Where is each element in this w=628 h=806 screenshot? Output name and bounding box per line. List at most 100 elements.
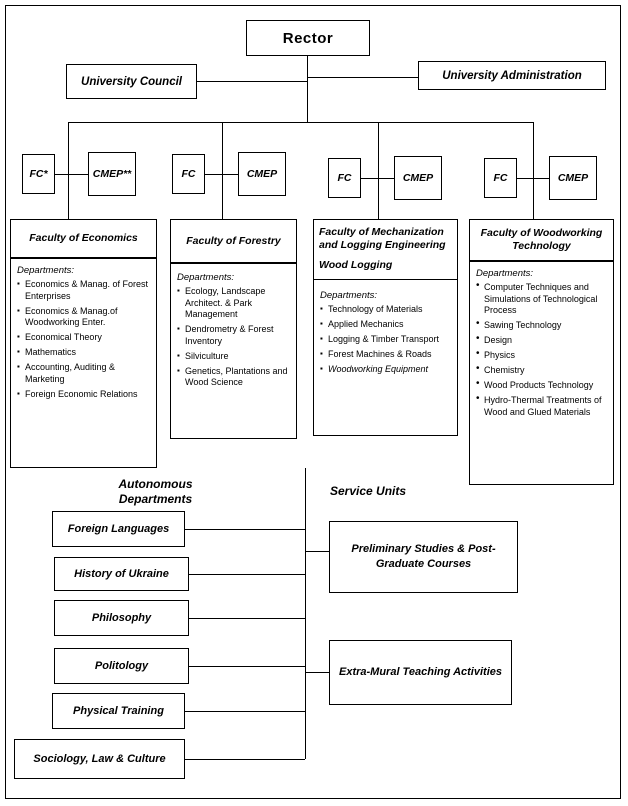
autonomous-box-philosophy[interactable]: Philosophy: [54, 600, 189, 636]
faculty-drop-line-3: [378, 122, 379, 220]
fc-label-3: FC: [337, 172, 352, 184]
fc-cmep-link-3: [361, 178, 394, 179]
rector-label: Rector: [282, 29, 334, 47]
autonomous-link-1: [185, 529, 305, 530]
department-item: Design: [476, 333, 607, 347]
autonomous-label: Sociology, Law & Culture: [33, 752, 166, 765]
departments-label-woodworking: Departments:: [476, 268, 534, 279]
autonomous-box-foreign-languages[interactable]: Foreign Languages: [52, 511, 185, 547]
faculty-title-line-1: Faculty of Mechanization: [319, 226, 444, 238]
department-item: Computer Techniques and Simulations of T…: [476, 280, 607, 317]
department-item: Mathematics: [17, 346, 150, 359]
cmep-box-4[interactable]: CMEP: [549, 156, 597, 200]
autonomous-link-2: [189, 574, 305, 575]
fc-label-1: FC*: [29, 168, 48, 180]
fc-box-3[interactable]: FC: [328, 158, 361, 198]
autonomous-departments-title: Autonomous Departments: [68, 477, 243, 507]
fc-cmep-link-4: [517, 178, 549, 179]
department-item: Economical Theory: [17, 331, 150, 344]
council-to-rector-line: [197, 81, 307, 82]
university-administration-label: University Administration: [442, 69, 582, 82]
autonomous-title-line-2: Departments: [118, 492, 193, 506]
service-box-extra-mural-teaching[interactable]: Extra-Mural Teaching Activities: [329, 640, 512, 705]
departments-list-forestry: Ecology, Landscape Architect. & Park Man…: [175, 285, 292, 389]
departments-label-mechanization: Departments:: [320, 290, 378, 301]
department-item: Chemistry: [476, 363, 607, 377]
rector-box[interactable]: Rector: [246, 20, 370, 56]
autonomous-box-politology[interactable]: Politology: [54, 648, 189, 684]
autonomous-box-sociology-law-culture[interactable]: Sociology, Law & Culture: [14, 739, 185, 779]
faculty-box-economics[interactable]: Faculty of Economics Departments: Econom…: [10, 219, 157, 468]
service-units-title: Service Units: [330, 484, 407, 498]
departments-list-woodworking: Computer Techniques and Simulations of T…: [474, 280, 609, 418]
fc-box-1[interactable]: FC*: [22, 154, 55, 194]
university-council-label: University Council: [81, 75, 182, 88]
departments-label-economics: Departments:: [17, 265, 75, 276]
autonomous-label: Physical Training: [73, 704, 164, 717]
departments-label-forestry: Departments:: [177, 272, 235, 283]
faculty-drop-line-2: [222, 122, 223, 220]
cmep-label-4: CMEP: [557, 172, 589, 184]
faculty-box-woodworking[interactable]: Faculty of Woodworking Technology Depart…: [469, 219, 614, 485]
department-item: Economics & Manag. of Forest Enterprises: [17, 278, 150, 302]
department-item: Physics: [476, 348, 607, 362]
autonomous-label: Philosophy: [91, 611, 152, 624]
autonomous-title-line-1: Autonomous: [118, 477, 193, 491]
departments-list-mechanization: Technology of Materials Applied Mechanic…: [318, 303, 453, 376]
fc-label-4: FC: [493, 172, 508, 184]
faculty-title-economics: Faculty of Economics: [11, 220, 156, 259]
department-item: Silviculture: [177, 350, 290, 363]
department-item: Economics & Manag.of Woodworking Enter.: [17, 305, 150, 329]
page-border: [5, 5, 621, 799]
department-item: Technology of Materials: [320, 303, 451, 316]
autonomous-link-5: [185, 711, 305, 712]
department-item: Forest Machines & Roads: [320, 348, 451, 361]
department-item: Accounting, Auditing & Marketing: [17, 361, 150, 385]
faculty-bus-line: [68, 122, 533, 123]
autonomous-label: Politology: [94, 659, 149, 672]
autonomous-link-6: [185, 759, 305, 760]
department-item: Genetics, Plantations and Wood Science: [177, 365, 290, 389]
service-box-preliminary-studies[interactable]: Preliminary Studies & Post-Graduate Cour…: [329, 521, 518, 593]
service-label: Preliminary Studies & Post-Graduate Cour…: [351, 543, 496, 570]
faculty-title-line-3: Wood Logging: [319, 259, 393, 271]
autonomous-link-4: [189, 666, 305, 667]
autonomous-box-history-of-ukraine[interactable]: History of Ukraine: [54, 557, 189, 591]
cmep-label-2: CMEP: [246, 168, 278, 180]
autonomous-link-3: [189, 618, 305, 619]
autonomous-label: Foreign Languages: [67, 522, 170, 535]
departments-list-economics: Economics & Manag. of Forest Enterprises…: [15, 278, 152, 401]
rector-stem-line: [307, 56, 308, 123]
fc-box-4[interactable]: FC: [484, 158, 517, 198]
cmep-box-1[interactable]: CMEP**: [88, 152, 136, 196]
faculty-title-woodworking: Faculty of Woodworking Technology: [470, 220, 613, 262]
service-link-1: [305, 551, 329, 552]
service-label: Extra-Mural Teaching Activities: [338, 666, 502, 678]
autonomous-label: History of Ukraine: [74, 567, 169, 580]
rector-to-administration-line: [307, 77, 418, 78]
cmep-box-2[interactable]: CMEP: [238, 152, 286, 196]
faculty-title-line-2: and Logging Engineering: [319, 239, 446, 251]
faculty-drop-line-1: [68, 122, 69, 220]
department-item: Applied Mechanics: [320, 318, 451, 331]
department-item: Foreign Economic Relations: [17, 388, 150, 401]
faculty-drop-line-4: [533, 122, 534, 220]
university-administration-box[interactable]: University Administration: [418, 61, 606, 90]
faculty-box-mechanization[interactable]: Faculty of Mechanization and Logging Eng…: [313, 219, 458, 436]
service-link-2: [305, 672, 329, 673]
department-item: Logging & Timber Transport: [320, 333, 451, 346]
department-item: Woodworking Equipment: [320, 363, 451, 376]
autonomous-box-physical-training[interactable]: Physical Training: [52, 693, 185, 729]
bottom-trunk-line: [305, 468, 306, 759]
fc-label-2: FC: [181, 168, 196, 180]
department-item: Wood Products Technology: [476, 378, 607, 392]
cmep-label-3: CMEP: [402, 172, 434, 184]
university-council-box[interactable]: University Council: [66, 64, 197, 99]
fc-cmep-link-2: [205, 174, 238, 175]
fc-box-2[interactable]: FC: [172, 154, 205, 194]
department-item: Sawing Technology: [476, 318, 607, 332]
department-item: Dendrometry & Forest Inventory: [177, 323, 290, 347]
faculty-box-forestry[interactable]: Faculty of Forestry Departments: Ecology…: [170, 219, 297, 439]
cmep-box-3[interactable]: CMEP: [394, 156, 442, 200]
